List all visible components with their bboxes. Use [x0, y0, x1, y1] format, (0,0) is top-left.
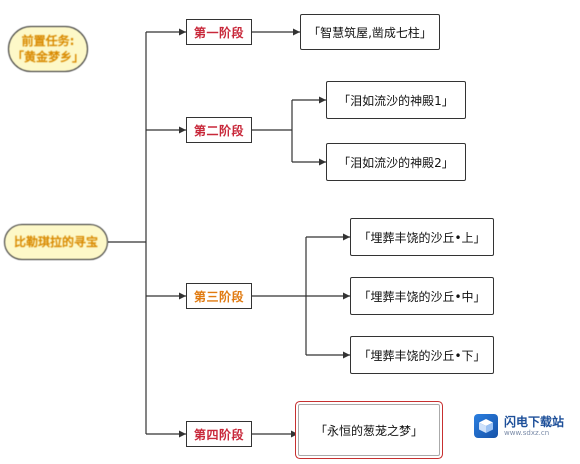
cube-logo-icon	[474, 414, 498, 438]
root-label: 比勒琪拉的寻宝	[13, 235, 98, 249]
stage-3-item-2: 「埋葬丰饶的沙丘•中」	[350, 277, 494, 315]
stage-4-node: 第四阶段	[186, 421, 252, 447]
precondition-line2: 「黄金梦乡」	[11, 50, 84, 64]
stage-1-item-1: 「智慧筑屋,凿成七柱」	[300, 14, 440, 50]
stage-1-node: 第一阶段	[186, 19, 252, 45]
precondition-note: 前置任务: 「黄金梦乡」	[8, 26, 88, 72]
stage-2-node: 第二阶段	[186, 117, 252, 143]
stage-3-node: 第三阶段	[186, 283, 252, 309]
stage-3-item-1: 「埋葬丰饶的沙丘•上」	[350, 218, 494, 256]
stage-2-item-2: 「泪如流沙的神殿2」	[326, 143, 466, 181]
precondition-line1: 前置任务:	[21, 34, 75, 48]
stage-4-item-1: 「永恒的葱茏之梦」	[298, 404, 440, 456]
site-watermark: 闪电下载站 www.sdxz.cn	[474, 410, 574, 442]
watermark-subtitle: www.sdxz.cn	[504, 428, 550, 437]
root-node: 比勒琪拉的寻宝	[4, 224, 108, 260]
watermark-title: 闪电下载站	[504, 414, 565, 429]
stage-2-item-1: 「泪如流沙的神殿1」	[326, 81, 466, 119]
stage-3-item-3: 「埋葬丰饶的沙丘•下」	[350, 336, 494, 374]
